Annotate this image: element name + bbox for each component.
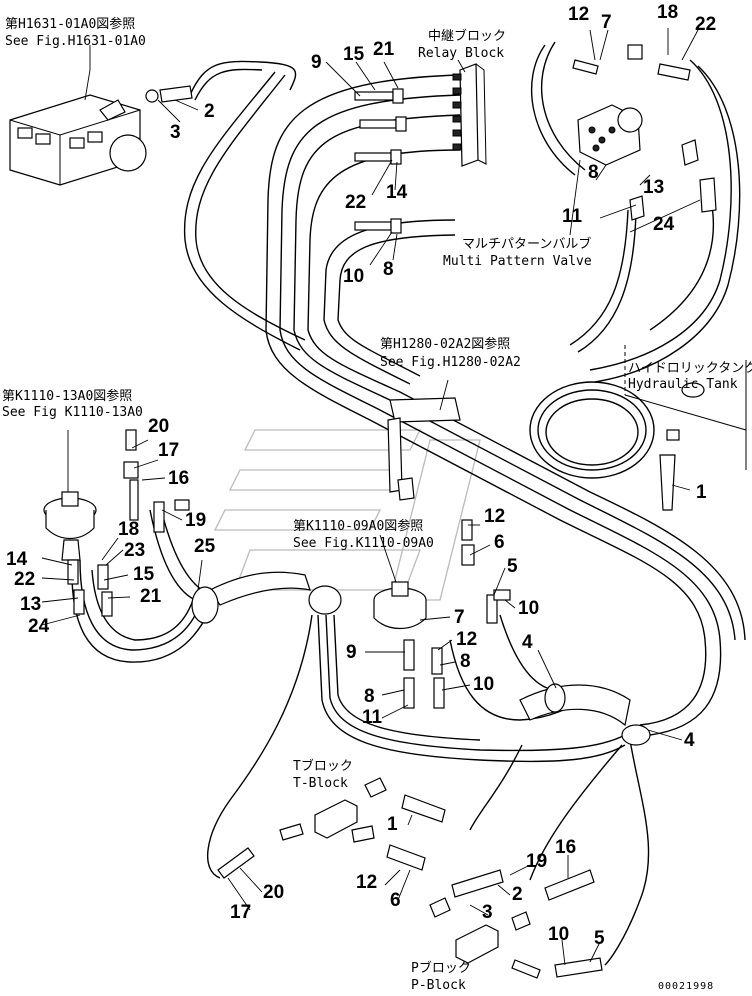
callout: 22: [695, 14, 716, 35]
ref-h1280-jp: 第H1280-02A2図参照: [380, 336, 510, 352]
callout: 3: [482, 902, 493, 923]
callout: 25: [194, 536, 216, 557]
ref-k1110-13-jp: 第K1110-13A0図参照: [2, 388, 132, 404]
callout: 18: [657, 2, 678, 23]
callout: 9: [346, 642, 357, 663]
mpv-label-jp: マルチパターンバルブ: [462, 236, 591, 252]
callout: 12: [484, 506, 505, 527]
callout: 17: [158, 440, 179, 461]
multi-pattern-valve: [572, 44, 717, 221]
hose-center-lower: [206, 614, 650, 966]
callout: 24: [653, 214, 675, 235]
callout: 11: [562, 206, 583, 227]
ref-h1280-en: See Fig.H1280-02A2: [380, 355, 521, 370]
callout: 6: [494, 532, 505, 553]
p-block-label-en: P-Block: [411, 978, 466, 993]
t-block: [217, 777, 446, 879]
callout-numbers: 12 7 18 22 2 3 9 15 21 22 14 10 8 8 13 1…: [6, 2, 716, 949]
callout: 10: [473, 674, 494, 695]
callout: 22: [14, 569, 35, 590]
callout: 12: [456, 629, 477, 650]
callout: 16: [555, 837, 576, 858]
callout: 10: [518, 598, 539, 619]
callout: 14: [6, 549, 28, 570]
callout: 5: [594, 928, 605, 949]
ref-k1110-09-jp: 第K1110-09A0図参照: [293, 518, 423, 534]
reference-labels: 第H1631-01A0図参照 See Fig.H1631-01A0 第H1280…: [2, 16, 521, 551]
callout: 1: [387, 814, 398, 835]
leader-lines: [41, 28, 701, 966]
callout: 22: [345, 192, 366, 213]
relay-block-label-jp: 中継ブロック: [428, 28, 506, 44]
tank-label-en: Hydraulic Tank: [628, 377, 738, 392]
callout: 10: [343, 266, 364, 287]
callout: 2: [512, 884, 523, 905]
callout: 2: [204, 101, 215, 122]
left-fittings: [67, 559, 445, 709]
t-block-label-en: T-Block: [293, 776, 348, 791]
callout: 13: [20, 594, 41, 615]
tank-label-jp: ハイドロリックタンク: [628, 361, 752, 376]
callout: 19: [526, 851, 547, 872]
callout: 16: [168, 468, 189, 489]
callout: 19: [185, 510, 206, 531]
p-block-label-jp: Pブロック: [411, 960, 471, 976]
callout: 15: [343, 44, 365, 65]
hose-top-left: [183, 60, 306, 351]
callout: 24: [28, 616, 50, 637]
mpv-label-en: Multi Pattern Valve: [443, 254, 592, 269]
callout: 23: [124, 540, 145, 561]
relay-block-ports: [452, 73, 462, 151]
ppc-valve-left: [43, 429, 190, 561]
callout: 13: [643, 177, 664, 198]
callout: 12: [568, 4, 589, 25]
relay-block: [452, 63, 487, 167]
p-block: [429, 869, 603, 979]
callout: 5: [507, 556, 518, 577]
ref-h1631-en: See Fig.H1631-01A0: [5, 34, 146, 49]
callout: 14: [386, 182, 408, 203]
callout: 7: [601, 12, 612, 33]
callout: 18: [118, 519, 139, 540]
main-hose-bundle: [265, 74, 746, 736]
callout: 11: [362, 707, 383, 728]
callout: 9: [311, 52, 322, 73]
control-valve-assembly: [9, 85, 193, 186]
callout: 1: [696, 482, 707, 503]
callout: 4: [684, 730, 695, 751]
t-block-label-jp: Tブロック: [293, 758, 353, 774]
callout: 8: [364, 686, 375, 707]
ref-h1631-jp: 第H1631-01A0図参照: [5, 16, 135, 32]
relay-block-label-en: Relay Block: [418, 46, 504, 61]
hose-right-loop: [529, 41, 741, 479]
callout: 12: [356, 872, 377, 893]
ref-k1110-09-en: See Fig.K1110-09A0: [293, 536, 434, 551]
callout: 21: [140, 586, 162, 607]
callout: 8: [460, 651, 471, 672]
ref-k1110-13-en: See Fig K1110-13A0: [2, 405, 143, 420]
callout: 3: [170, 122, 181, 143]
drawing-number: 00021998: [658, 981, 714, 992]
callout: 20: [148, 416, 169, 437]
callout: 15: [133, 564, 155, 585]
clamp-bracket: [387, 397, 461, 501]
component-labels: 中継ブロック Relay Block マルチパターンバルブ Multi Patt…: [293, 28, 752, 993]
callout: 4: [522, 632, 533, 653]
callout: 8: [383, 259, 394, 280]
callout: 21: [373, 39, 395, 60]
callout: 7: [454, 607, 465, 628]
callout: 10: [548, 924, 569, 945]
callout: 8: [588, 162, 599, 183]
hose-4-elbow: [191, 571, 651, 746]
hydraulic-tank: [624, 345, 747, 511]
callout: 17: [230, 902, 251, 923]
relay-fittings: [354, 88, 407, 234]
callout: 6: [390, 890, 401, 911]
callout: 20: [263, 882, 284, 903]
ppc-valve-right: [373, 519, 511, 630]
